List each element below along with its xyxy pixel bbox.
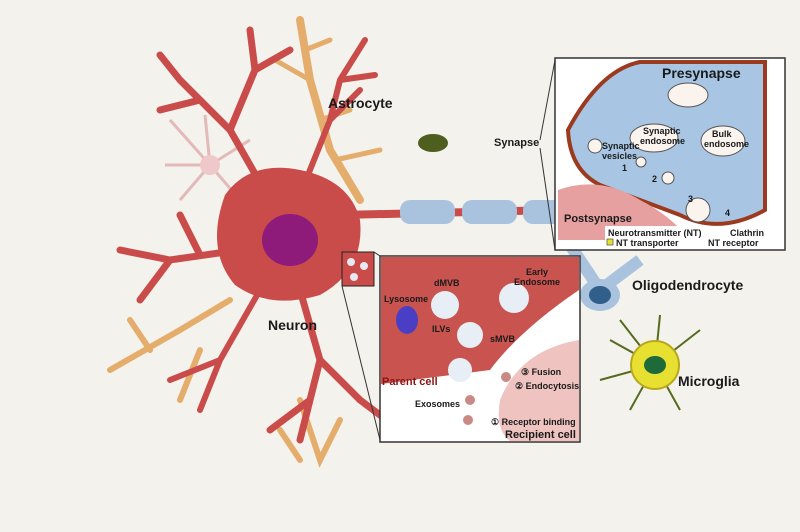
- label-synaptic-vesicles-1: Synaptic: [602, 141, 640, 151]
- label-fusion: ③ Fusion: [521, 367, 561, 377]
- label-smvb: sMVB: [490, 334, 516, 344]
- step-markers: 1 2 3 4: [622, 163, 730, 218]
- green-cell: [418, 134, 448, 152]
- label-synaptic-endosome-1: Synaptic: [643, 126, 681, 136]
- synapse-panel: Presynapse Synaptic endosome Bulk endoso…: [554, 57, 786, 251]
- label-parent-cell: Parent cell: [382, 376, 438, 388]
- svg-text:1: 1: [622, 163, 627, 173]
- label-presynapse: Presynapse: [662, 65, 741, 81]
- axon: [339, 200, 563, 224]
- label-synaptic-endosome-2: endosome: [640, 136, 685, 146]
- legend-clathrin: Clathrin: [730, 228, 764, 238]
- label-endocytosis: ② Endocytosis: [515, 381, 579, 391]
- neuron-nucleus: [262, 214, 318, 266]
- label-neuron: Neuron: [268, 317, 317, 333]
- label-postsynapse: Postsynapse: [564, 213, 632, 225]
- synapse-legend: Neurotransmitter (NT) Clathrin NT transp…: [605, 226, 783, 248]
- exosome-panel: Early Endosome dMVB Lysosome ILVs sMVB P…: [379, 255, 581, 443]
- label-early-endosome-1: Early: [526, 267, 548, 277]
- label-microglia: Microglia: [678, 373, 740, 389]
- label-ilvs: ILVs: [432, 324, 450, 334]
- legend-nt-receptor: NT receptor: [708, 238, 759, 248]
- label-dmvb: dMVB: [434, 278, 460, 288]
- neuron-dendrites: [116, 26, 404, 444]
- label-synapse: Synapse: [494, 137, 539, 149]
- label-exosomes: Exosomes: [415, 399, 460, 409]
- label-bulk-endosome-2: endosome: [704, 139, 749, 149]
- nt-transporter-icon: [606, 238, 614, 246]
- label-lysosome: Lysosome: [384, 294, 428, 304]
- faded-astrocyte: [165, 114, 251, 201]
- legend-neurotransmitter: Neurotransmitter (NT): [608, 228, 702, 238]
- label-receptor-binding: ① Receptor binding: [491, 417, 576, 427]
- legend-nt-transporter: NT transporter: [616, 238, 679, 248]
- svg-text:3: 3: [688, 194, 693, 204]
- label-recipient-cell: Recipient cell: [505, 429, 576, 441]
- inset-marker: [341, 251, 375, 287]
- svg-text:2: 2: [652, 174, 657, 184]
- label-astrocyte: Astrocyte: [328, 95, 393, 111]
- lysosome-shape: [396, 306, 418, 334]
- microglia: [599, 314, 701, 411]
- label-oligodendrocyte: Oligodendrocyte: [632, 277, 743, 293]
- svg-text:4: 4: [725, 208, 730, 218]
- label-early-endosome-2: Endosome: [514, 277, 560, 287]
- label-synaptic-vesicles-2: vesicles: [602, 151, 637, 161]
- label-bulk-endosome-1: Bulk: [712, 129, 732, 139]
